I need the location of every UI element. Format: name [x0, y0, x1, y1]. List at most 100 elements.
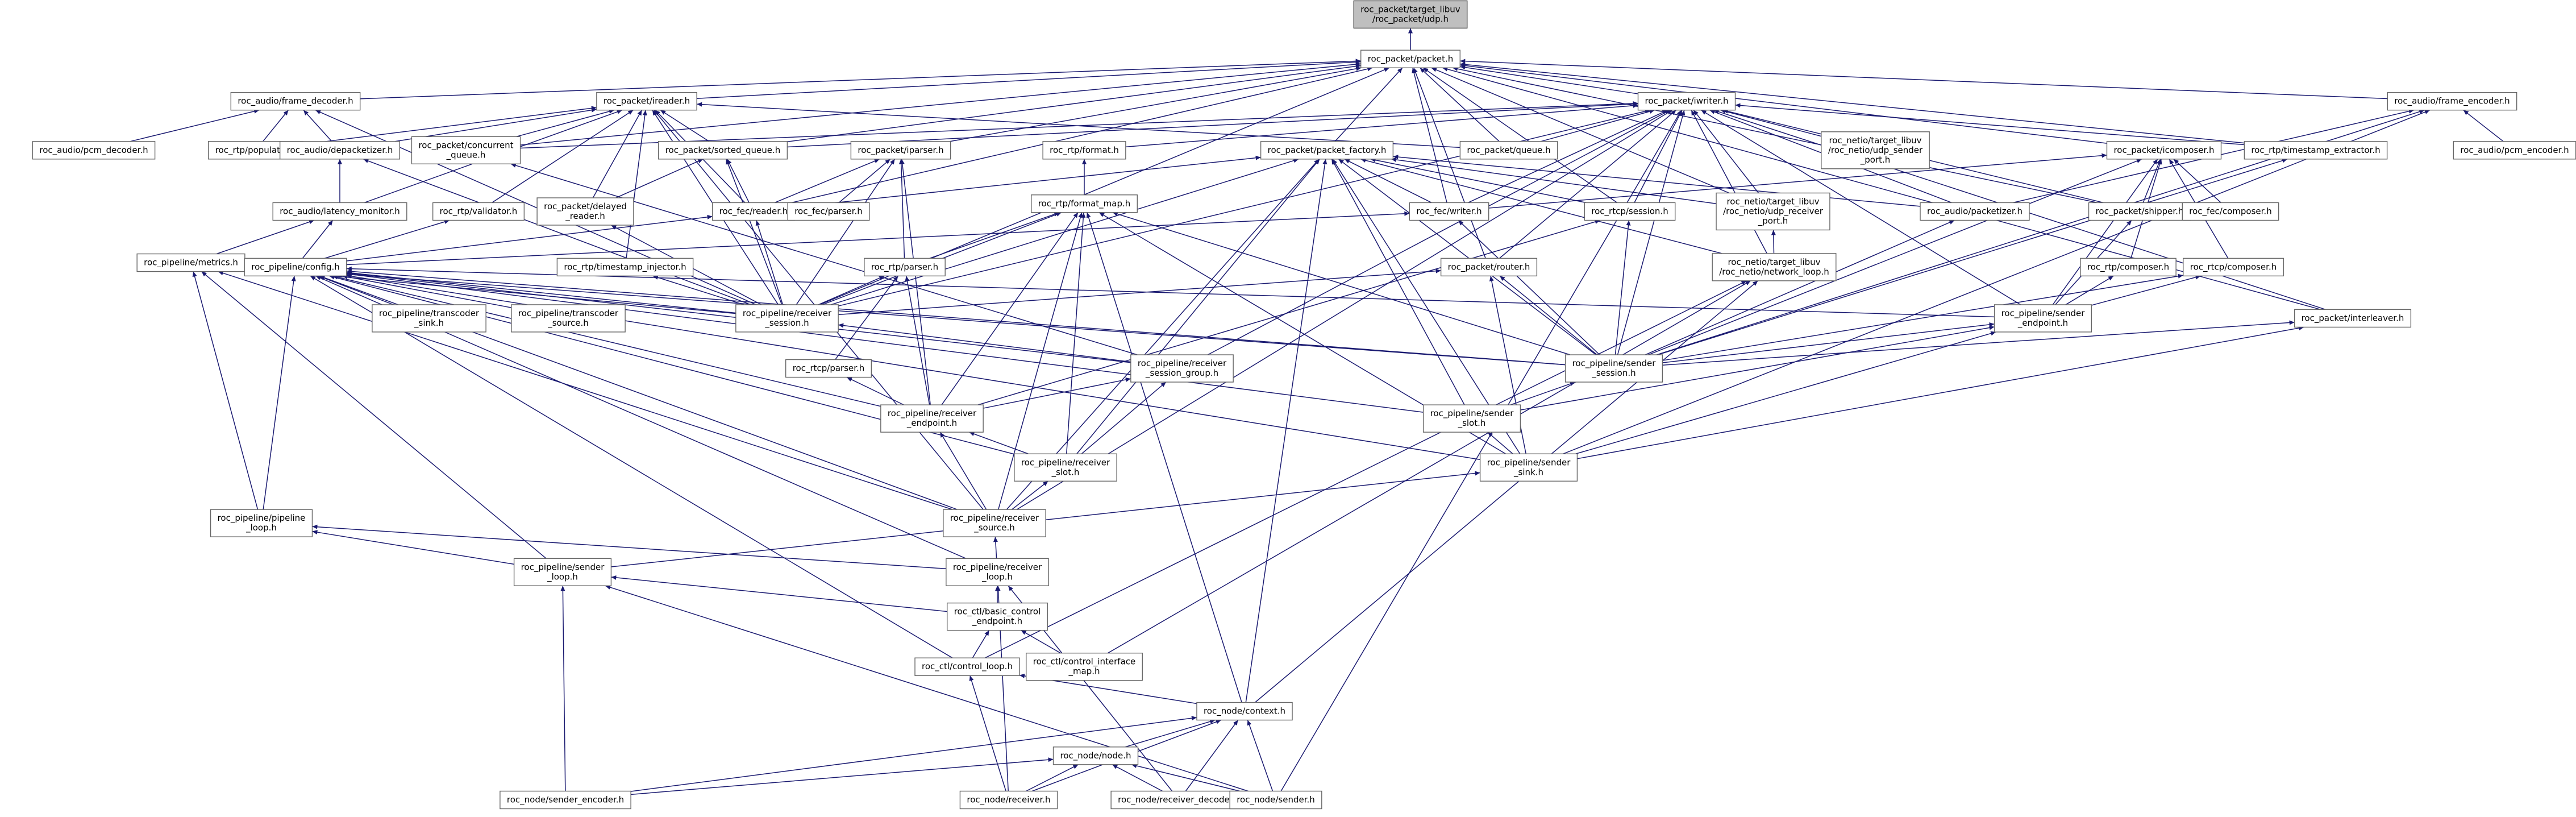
node-receiver-session[interactable]: roc_pipeline/receiver_session.h: [735, 304, 839, 333]
node-receiver-decoder[interactable]: roc_node/receiver_decoder.h: [1110, 790, 1248, 810]
edge-sender-session-includes-packet-router: [1499, 275, 1597, 355]
node-fec-composer[interactable]: roc_fec/composer.h: [2182, 202, 2279, 221]
node-box: [1260, 141, 1394, 160]
node-frame-encoder[interactable]: roc_audio/frame_encoder.h: [2387, 92, 2517, 111]
edge-rtcp-session-includes-iwriter: [1634, 110, 1683, 203]
node-sender-encoder[interactable]: roc_node/sender_encoder.h: [500, 790, 631, 810]
node-box: [864, 258, 946, 277]
edge-receiver-session-includes-pipeline-config: [346, 271, 736, 314]
node-control-loop[interactable]: roc_ctl/control_loop.h: [914, 657, 1020, 676]
node-box: [735, 304, 839, 333]
node-box: [2088, 202, 2191, 221]
node-label: roc_netio/target_libuv: [1726, 196, 1819, 207]
node-delayed-reader[interactable]: roc_packet/delayed_reader.h: [536, 197, 634, 226]
node-sender-sink[interactable]: roc_pipeline/sender_sink.h: [1479, 453, 1578, 482]
node-label: roc_audio/pcm_decoder.h: [39, 145, 148, 156]
node-reader[interactable]: roc_packet/ireader.h: [596, 92, 697, 111]
node-pipeline-metrics[interactable]: roc_pipeline/metrics.h: [136, 253, 245, 272]
node-box: [372, 304, 486, 333]
node-receiver-session-group[interactable]: roc_pipeline/receiver_session_group.h: [1130, 354, 1234, 383]
node-packet-parser[interactable]: roc_packet/iparser.h: [850, 141, 951, 160]
node-rtp-format-map[interactable]: roc_rtp/format_map.h: [1031, 194, 1138, 213]
node-udp-receiver-port[interactable]: roc_netio/target_libuv/roc_netio/udp_rec…: [1716, 192, 1830, 231]
node-sender-slot[interactable]: roc_pipeline/sender_slot.h: [1422, 404, 1521, 433]
node-pcm-decoder[interactable]: roc_audio/pcm_decoder.h: [32, 141, 156, 160]
edge-pipeline-config-includes-fec-writer: [346, 211, 1410, 266]
node-transcoder-source[interactable]: roc_pipeline/transcoder_source.h: [511, 304, 626, 333]
node-transcoder-sink[interactable]: roc_pipeline/transcoder_sink.h: [372, 304, 486, 333]
node-icomposer[interactable]: roc_packet/icomposer.h: [2106, 141, 2222, 160]
node-sender-endpoint[interactable]: roc_pipeline/sender_endpoint.h: [1994, 304, 2092, 333]
node-pipeline-config[interactable]: roc_pipeline/config.h: [244, 258, 347, 277]
node-rtcp-composer[interactable]: roc_rtcp/composer.h: [2183, 258, 2284, 277]
node-interleaver[interactable]: roc_packet/interleaver.h: [2294, 309, 2412, 328]
node-label: roc_packet/queue.h: [1467, 145, 1550, 156]
node-rtcp-session[interactable]: roc_rtcp/session.h: [1584, 202, 1676, 221]
node-fec-reader[interactable]: roc_fec/reader.h: [711, 202, 796, 221]
node-concurrent-queue[interactable]: roc_packet/concurrent_queue.h: [411, 136, 521, 164]
node-fec-writer[interactable]: roc_fec/writer.h: [1409, 202, 1489, 221]
edge-fec-composer-includes-icomposer: [2173, 159, 2221, 204]
node-pcm-encoder[interactable]: roc_audio/pcm_encoder.h: [2453, 141, 2576, 160]
edge-receiver-source-includes-packet-factory: [1006, 159, 1320, 510]
node-label: _sink.h: [1513, 467, 1543, 478]
node-box: [1052, 747, 1139, 765]
node-label: roc_rtp/composer.h: [2087, 262, 2169, 272]
node-shipper[interactable]: roc_packet/shipper.h: [2088, 202, 2191, 221]
node-node-receiver[interactable]: roc_node/receiver.h: [959, 790, 1058, 810]
node-latency-monitor[interactable]: roc_audio/latency_monitor.h: [272, 202, 407, 221]
node-timestamp-extractor[interactable]: roc_rtp/timestamp_extractor.h: [2244, 141, 2388, 160]
node-frame-decoder[interactable]: roc_audio/frame_decoder.h: [230, 92, 361, 111]
node-rtcp-parser[interactable]: roc_rtcp/parser.h: [785, 359, 872, 378]
node-node-node[interactable]: roc_node/node.h: [1052, 747, 1139, 765]
node-sorted-queue[interactable]: roc_packet/sorted_queue.h: [657, 141, 788, 160]
node-rtp-validator[interactable]: roc_rtp/validator.h: [432, 202, 525, 221]
node-box: [32, 141, 156, 160]
edge-sender-session-includes-iwriter: [1617, 110, 1686, 355]
node-rtp-format[interactable]: roc_rtp/format.h: [1042, 141, 1126, 160]
node-rtp-parser[interactable]: roc_rtp/parser.h: [864, 258, 946, 277]
edge-sender-slot-includes-sender-session: [1510, 381, 1576, 405]
node-rtp-composer[interactable]: roc_rtp/composer.h: [2080, 258, 2177, 277]
node-packet-queue[interactable]: roc_packet/queue.h: [1459, 141, 1558, 160]
node-receiver-endpoint[interactable]: roc_pipeline/receiver_endpoint.h: [880, 404, 984, 433]
node-node-sender[interactable]: roc_node/sender.h: [1229, 790, 1322, 810]
edge-fec-writer-includes-icomposer: [1488, 153, 2107, 209]
node-packet[interactable]: roc_packet/packet.h: [1360, 49, 1460, 68]
node-depacketizer[interactable]: roc_audio/depacketizer.h: [279, 141, 401, 160]
edge-packet-factory-includes-packet: [1334, 67, 1403, 142]
node-timestamp-injector[interactable]: roc_rtp/timestamp_injector.h: [556, 258, 694, 277]
node-receiver-source[interactable]: roc_pipeline/receiver_source.h: [943, 509, 1046, 537]
node-iwriter[interactable]: roc_packet/iwriter.h: [1637, 92, 1736, 111]
node-packetizer[interactable]: roc_audio/packetizer.h: [1920, 202, 2030, 221]
node-label: roc_rtp/parser.h: [871, 262, 938, 272]
node-pipeline-loop[interactable]: roc_pipeline/pipeline_loop.h: [210, 509, 313, 537]
node-packet-factory[interactable]: roc_packet/packet_factory.h: [1260, 141, 1394, 160]
node-packet-router[interactable]: roc_packet/router.h: [1440, 258, 1538, 277]
node-receiver-slot[interactable]: roc_pipeline/receiver_slot.h: [1014, 453, 1117, 482]
node-label: roc_rtcp/parser.h: [793, 363, 865, 374]
edge-receiver-session-includes-rtp-parser: [818, 275, 885, 305]
node-udp[interactable]: roc_packet/target_libuv/roc_packet/udp.h: [1353, 0, 1468, 29]
node-sender-loop[interactable]: roc_pipeline/sender_loop.h: [513, 558, 612, 586]
node-box: [880, 404, 984, 433]
node-receiver-loop[interactable]: roc_pipeline/receiver_loop.h: [946, 558, 1049, 586]
node-label: _loop.h: [981, 571, 1013, 582]
node-network-loop[interactable]: roc_netio/target_libuv/roc_netio/network…: [1712, 253, 1837, 281]
node-fec-parser[interactable]: roc_fec/parser.h: [787, 202, 870, 221]
edge-depacketizer-includes-frame-decoder: [303, 110, 332, 142]
node-box: [432, 202, 525, 221]
node-label: /roc_netio/udp_sender: [1828, 145, 1923, 156]
edge-concurrent-queue-includes-packet: [520, 62, 1361, 146]
node-basic-control-endpoint[interactable]: roc_ctl/basic_control_endpoint.h: [947, 602, 1048, 631]
edge-sender-session-includes-packet-factory: [1338, 159, 1596, 355]
node-udp-sender-port[interactable]: roc_netio/target_libuv/roc_netio/udp_sen…: [1821, 131, 1930, 169]
edge-udp-sender-port-includes-iwriter: [1720, 109, 1822, 137]
node-sender-session[interactable]: roc_pipeline/sender_session.h: [1564, 354, 1663, 383]
node-node-context[interactable]: roc_node/context.h: [1196, 702, 1293, 721]
node-label: roc_fec/writer.h: [1416, 206, 1481, 217]
node-box: [1014, 453, 1117, 482]
node-box: [1637, 92, 1736, 111]
node-control-interface-map[interactable]: roc_ctl/control_interface_map.h: [1026, 653, 1143, 681]
